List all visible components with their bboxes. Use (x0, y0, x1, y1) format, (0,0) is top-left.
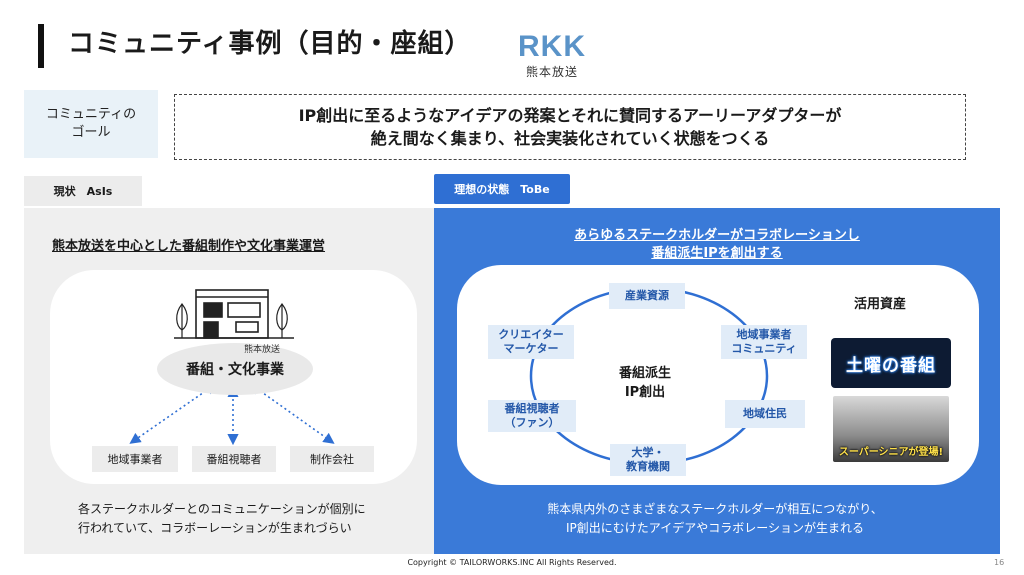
node-local-residents: 地域住民 (725, 400, 805, 428)
tobe-tag: 理想の状態 ToBe (434, 174, 570, 204)
arrow-to-production (249, 383, 335, 444)
copyright: Copyright © TAILORWORKS.INC All Rights R… (407, 558, 617, 567)
node-universities: 大学・ 教育機関 (610, 444, 686, 476)
asset-program-photo: スーパーシニアが登場! (833, 396, 949, 462)
logo-sub-text: 熊本放送 (525, 65, 578, 79)
page-title: コミュニティ事例（目的・座組） (68, 29, 472, 59)
goal-label: コミュニティの ゴール (24, 90, 158, 158)
stakeholder-production: 制作会社 (290, 446, 374, 472)
asis-description: 各ステークホルダーとのコミュニケーションが個別に 行われていて、コラボーレーショ… (78, 502, 366, 535)
tree-icon-right (276, 303, 288, 338)
tobe-description: 熊本県内外のさまざまなステークホルダーが相互につながり、 IP創出にむけたアイデ… (547, 502, 883, 535)
asis-diagram-graphics (129, 289, 335, 446)
tobe-center-label: 番組派生 IP創出 (618, 366, 671, 400)
assets-title: 活用資産 (854, 297, 907, 312)
node-industrial-resources: 産業資源 (609, 283, 685, 309)
asset-program-logo: 土曜の番組 (831, 338, 951, 388)
goal-statement: IP創出に至るようなアイデアの発案とそれに賛同するアーリーアダプターが 絶え間な… (174, 94, 966, 160)
title-accent-bar (38, 24, 44, 68)
tobe-heading: あらゆるステークホルダーがコラボレーションし 番組派生IPを創出する (574, 228, 860, 261)
asis-center-small-label: 熊本放送 (244, 345, 281, 355)
asset-program-logo-text: 土曜の番組 (846, 355, 936, 376)
arrow-to-local-business (129, 383, 217, 444)
node-creators-marketers: クリエイター マーケター (488, 325, 574, 359)
tree-icon-left (176, 303, 188, 338)
rkk-logo: RKK 熊本放送 (512, 32, 592, 84)
building-icon (195, 289, 269, 339)
stakeholder-local-business: 地域事業者 (92, 446, 178, 472)
asis-center-node: 番組・文化事業 (157, 343, 313, 395)
asis-tag: 現状 AsIs (24, 176, 142, 206)
asis-heading: 熊本放送を中心とした番組制作や文化事業運営 (52, 239, 326, 254)
asset-photo-caption: スーパーシニアが登場! (838, 447, 944, 458)
node-program-viewers: 番組視聴者 （ファン） (488, 400, 576, 432)
node-local-business-community: 地域事業者 コミュニティ (721, 325, 807, 359)
page-number: 16 (994, 558, 1005, 567)
logo-main-text: RKK (518, 30, 586, 63)
stakeholder-viewers: 番組視聴者 (192, 446, 276, 472)
